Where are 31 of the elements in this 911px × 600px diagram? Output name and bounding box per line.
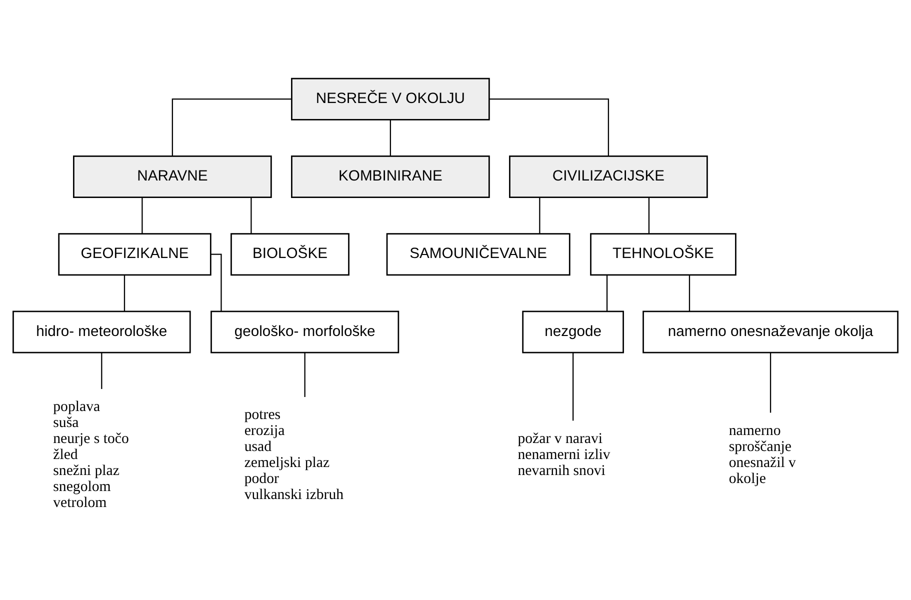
node-text: potres erozija usad zemeljski plaz podor vulkanski izbruh [244, 407, 344, 504]
node-box: nezgode [522, 310, 624, 354]
connector [101, 352, 102, 389]
node-box: namerno onesnaževanje okolja [642, 310, 898, 354]
connector [489, 98, 610, 156]
connector [688, 275, 690, 312]
connector [142, 198, 143, 234]
node-text: poplava suša neurje s točo žled snežni plaz snegolom vetrolom [53, 399, 129, 512]
connector [572, 352, 574, 421]
connector [304, 352, 306, 397]
connector [250, 198, 252, 234]
connector [648, 198, 650, 234]
node-box: CIVILIZACIJSKE [509, 156, 708, 198]
node-box: NESREČE V OKOLJU [291, 78, 490, 120]
node-text: namerno sproščanje onesnažil v okolje [728, 423, 796, 488]
node-box: TEHNOLOŠKE [590, 233, 736, 276]
connector [390, 120, 391, 156]
node-text: požar v naravi nenamerni izliv nevarnih snovi [518, 431, 610, 480]
node-box: geološko- morfološke [210, 310, 400, 354]
connector [172, 98, 292, 156]
node-box: SAMOUNIČEVALNE [386, 233, 570, 276]
node-box: KOMBINIRANE [291, 156, 490, 198]
connector [124, 275, 126, 312]
connector [210, 254, 222, 312]
node-box: GEOFIZIKALNE [58, 233, 212, 276]
node-box: hidro- meteorološke [12, 310, 191, 354]
connector [606, 275, 608, 312]
node-box: BIOLOŠKE [230, 233, 350, 276]
node-box: NARAVNE [73, 156, 272, 198]
connector [770, 352, 772, 413]
connector [539, 198, 540, 234]
